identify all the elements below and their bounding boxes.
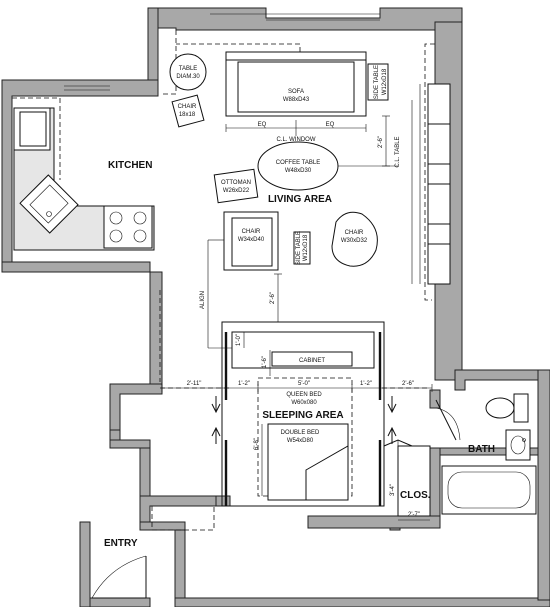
entry-label: ENTRY: [104, 538, 138, 549]
align-guide: ALIGN 2'-6": [200, 239, 282, 349]
side-table-top-label: SIDE TABLE: [374, 65, 380, 99]
cabinet-label: CABINET: [299, 358, 325, 364]
closet: CLOS. 3'-4" 2'-7": [383, 439, 431, 521]
dim-1-2-right: 1'-2": [360, 381, 372, 387]
dim-5-0: 5'-0": [298, 381, 310, 387]
side-table-mid: SIDE TABLE W12xD18: [293, 231, 311, 265]
sleeping-partition: [221, 321, 385, 507]
coffee-table: COFFEE TABLE W48xD30: [257, 141, 339, 191]
eq-dimension: EQ EQ C.L. WINDOW: [225, 120, 367, 143]
dim-2-6-right: 2'-6": [402, 381, 414, 387]
double-bed-label: DOUBLE BED: [281, 430, 320, 436]
top-window: [210, 13, 380, 21]
bath-sink: [505, 429, 531, 461]
dim-2-6-table: 2'-6": [378, 136, 384, 148]
sofa-size: W88xD43: [283, 97, 310, 103]
wall-shelving: [411, 83, 451, 285]
chair-right-size: W30xD32: [341, 238, 368, 244]
bath-label: BATH: [468, 444, 495, 455]
dining-table: TABLE DIAM.30: [169, 53, 207, 91]
coffee-table-size: W48xD30: [285, 168, 312, 174]
entry-door: [91, 555, 147, 599]
table-label: TABLE: [179, 66, 198, 72]
double-bed: DOUBLE BED W54xD80: [267, 423, 349, 501]
side-table-top-size: W12xD18: [382, 68, 388, 95]
bath-door: [435, 399, 461, 441]
cabinet: CABINET: [271, 351, 353, 367]
coffee-table-label: COFFEE TABLE: [276, 160, 320, 166]
eq-left: EQ: [258, 122, 267, 128]
kitchen-range: [103, 205, 153, 249]
align-label: ALIGN: [200, 291, 206, 309]
dim-6-8-label: 6'-8": [254, 438, 260, 450]
dim-1-6: 1'-6": [262, 356, 268, 368]
kitchen-sink: [19, 174, 79, 234]
chair-right-label: CHAIR: [345, 230, 364, 236]
dim-1-0: 1'-0": [236, 334, 242, 346]
side-table-top: SIDE TABLE W12xD18: [367, 63, 389, 101]
sleeping-area-label: SLEEPING AREA: [262, 410, 343, 421]
kitchen-window: [64, 85, 110, 91]
dim-2-7: 2'-7": [408, 512, 420, 518]
walls: [1, 7, 550, 607]
toilet: [485, 393, 529, 423]
queen-bed-label: QUEEN BED: [286, 392, 322, 398]
dim-3-4: 3'-4": [390, 484, 396, 496]
sofa-label: SOFA: [288, 89, 304, 95]
dim-6-8: 6'-8": [254, 424, 263, 496]
sliding-arrows: [211, 396, 397, 444]
dim-1-2-left: 1'-2": [238, 381, 250, 387]
small-chair: CHAIR 18x18: [171, 94, 205, 128]
table-size: DIAM.30: [176, 74, 200, 80]
bathtub: [441, 465, 537, 515]
kitchen-label: KITCHEN: [108, 160, 152, 171]
sofa: SOFA W88xD43: [225, 51, 367, 117]
ottoman-label: OTTOMAN: [221, 180, 251, 186]
dim-sleeping-top: 1'-0" 1'-6": [236, 332, 271, 376]
ottoman-size: W26xD22: [223, 188, 250, 194]
queen-bed-size: W60x080: [291, 400, 317, 406]
double-bed-size: W54xD80: [287, 438, 314, 444]
cl-table-label: C.L. TABLE: [395, 136, 401, 167]
side-table-mid-size: W12xD18: [303, 234, 309, 261]
side-table-mid-label: SIDE TABLE: [296, 231, 302, 265]
dashed-outlines: [12, 30, 435, 531]
chair-left-size: W34xD40: [238, 237, 265, 243]
cl-window-label: C.L. WINDOW: [277, 137, 316, 143]
armchair-left: CHAIR W34xD40: [223, 211, 279, 271]
armchair-right: CHAIR W30xD32: [331, 211, 378, 267]
small-chair-label: CHAIR: [178, 104, 197, 110]
ottoman: OTTOMAN W26xD22: [213, 168, 259, 204]
chair-left-label: CHAIR: [242, 229, 261, 235]
dim-2-6-chair: 2'-6": [270, 292, 276, 304]
dim-2-11: 2'-11": [187, 381, 202, 387]
small-chair-size: 18x18: [179, 112, 196, 118]
closet-label: CLOS.: [400, 490, 431, 501]
eq-right: EQ: [326, 122, 335, 128]
living-area-label: LIVING AREA: [268, 194, 332, 205]
dim-coffee-table: 2'-6" C.L. TABLE: [330, 115, 401, 168]
dim-row: 2'-11" 1'-2" 5'-0" 1'-2" 2'-6": [161, 381, 433, 392]
